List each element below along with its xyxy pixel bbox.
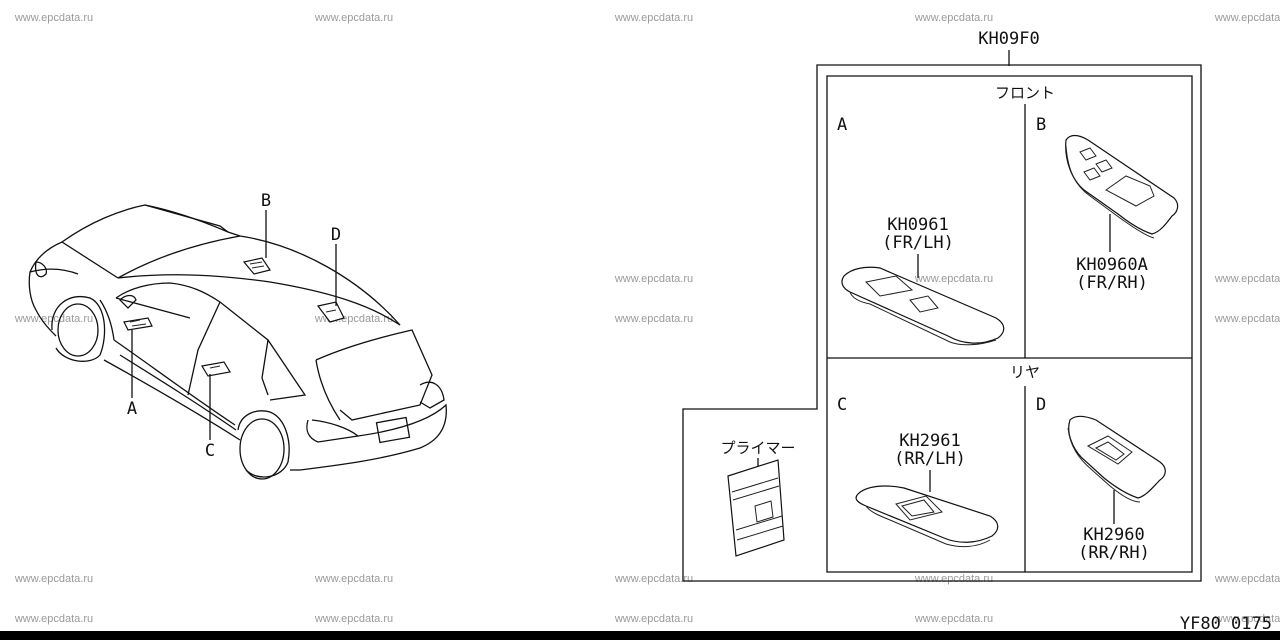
watermark-text: www.epcdata.ru	[1214, 613, 1280, 625]
bottom-border-bar	[0, 631, 1280, 640]
section-front-label: フロント	[995, 84, 1055, 102]
car-callout-b: B	[261, 191, 271, 211]
panel-letter-d: D	[1036, 395, 1046, 415]
watermark-text: www.epcdata.ru	[14, 313, 93, 325]
part-d-switch-panel	[1067, 415, 1166, 503]
watermark-text: www.epcdata.ru	[314, 573, 393, 585]
car-illustration	[28, 204, 447, 480]
kit-outer-frame	[682, 64, 1202, 582]
assembly-code: KH09F0	[978, 29, 1039, 49]
part-c-switch-panel	[855, 485, 999, 548]
part-a-switch-panel	[841, 266, 1005, 346]
part-b-switch-panel	[1065, 134, 1179, 239]
watermark-text: www.epcdata.ru	[1214, 313, 1280, 325]
part-a-code: KH0961	[887, 215, 948, 235]
watermark-text: www.epcdata.ru	[614, 12, 693, 24]
watermark-text: www.epcdata.ru	[614, 313, 693, 325]
page-code: YF80 0175	[1180, 614, 1272, 634]
part-c-position: (RR/LH)	[894, 449, 966, 469]
watermark-text: www.epcdata.ru	[1214, 273, 1280, 285]
watermark-text: www.epcdata.ru	[914, 613, 993, 625]
part-d-code: KH2960	[1083, 525, 1144, 545]
watermark-text: www.epcdata.ru	[1214, 573, 1280, 585]
part-c-code: KH2961	[899, 431, 960, 451]
kit-inner-frame	[826, 75, 1193, 573]
panel-letter-c: C	[837, 395, 847, 415]
watermark-text: www.epcdata.ru	[914, 273, 993, 285]
part-a-position: (FR/LH)	[882, 233, 954, 253]
part-b-position: (FR/RH)	[1076, 273, 1148, 293]
panel-letter-b: B	[1036, 115, 1046, 135]
part-b-code: KH0960A	[1076, 255, 1148, 275]
watermark-text: www.epcdata.ru	[14, 573, 93, 585]
section-rear-label: リヤ	[1010, 363, 1040, 381]
watermark-text: www.epcdata.ru	[314, 613, 393, 625]
primer-label: プライマー	[720, 439, 795, 457]
car-callout-d: D	[331, 225, 341, 245]
car-switch-d	[316, 301, 345, 323]
panel-letter-a: A	[837, 115, 847, 135]
watermark-text: www.epcdata.ru	[314, 12, 393, 24]
watermark-text: www.epcdata.ru	[914, 12, 993, 24]
primer-packet	[727, 459, 785, 557]
watermark-text: www.epcdata.ru	[614, 273, 693, 285]
watermark-text: www.epcdata.ru	[14, 12, 93, 24]
watermark-text: www.epcdata.ru	[14, 613, 93, 625]
car-switch-a	[123, 317, 153, 331]
car-callout-a: A	[127, 399, 137, 419]
watermark-text: www.epcdata.ru	[914, 573, 993, 585]
car-switch-b	[242, 257, 271, 275]
car-switch-c	[201, 361, 231, 377]
car-callout-c: C	[205, 441, 215, 461]
watermark-text: www.epcdata.ru	[614, 613, 693, 625]
part-d-position: (RR/RH)	[1078, 543, 1150, 563]
watermark-text: www.epcdata.ru	[614, 573, 693, 585]
watermark-text: www.epcdata.ru	[1214, 12, 1280, 24]
watermark-layer: www.epcdata.ru www.epcdata.ru www.epcdata.…	[14, 12, 1280, 625]
